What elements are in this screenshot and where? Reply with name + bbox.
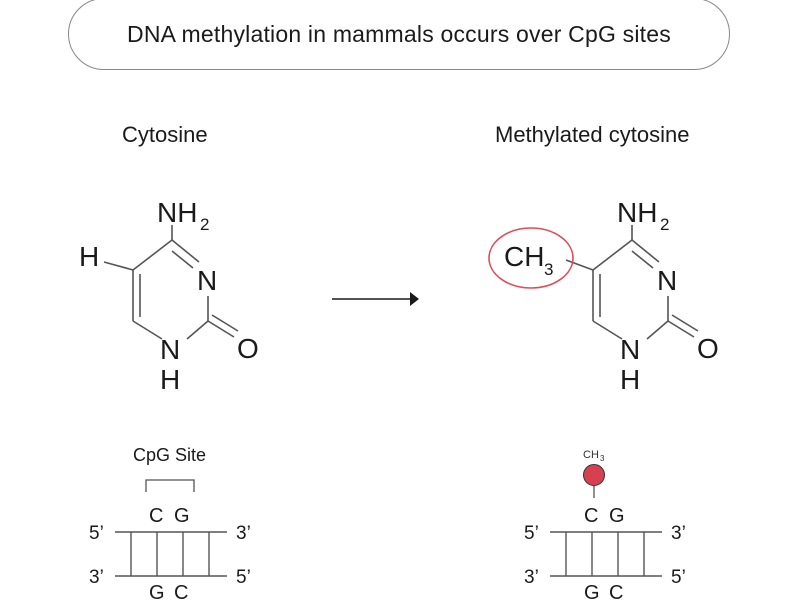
atom-h-bottom: H <box>620 364 640 395</box>
strand-top-5prime: 5’ <box>89 523 104 544</box>
atom-h-left: H <box>79 241 99 272</box>
base-top-c: C <box>149 505 163 527</box>
base-bottom-c: C <box>174 582 188 600</box>
methylated-cytosine-structure: NH 2 CH 3 N N H O <box>488 197 719 395</box>
atom-ch3: CH <box>504 241 544 272</box>
bond-c5-c4 <box>132 239 173 271</box>
cpg-site-label: CpG Site <box>133 445 206 465</box>
cytosine-heading: Cytosine <box>122 122 208 147</box>
bond-c5-h <box>103 261 134 271</box>
atom-nh2: NH <box>617 197 657 228</box>
methylated-cytosine-heading: Methylated cytosine <box>495 122 690 147</box>
strand-top-5prime: 5’ <box>524 523 539 544</box>
cpg-site-dna: CpG Site C G 5’ 3’ 3’ 5’ G C <box>89 445 251 600</box>
atom-o: O <box>237 333 259 364</box>
strand-top-3prime: 3’ <box>671 523 686 544</box>
cytosine-structure: NH 2 H N N H O <box>79 197 259 395</box>
bond-c2-o-double <box>671 314 699 332</box>
bond-c2-o-double <box>211 314 239 332</box>
reaction-arrow <box>332 292 419 306</box>
base-top-g: G <box>609 505 625 527</box>
base-bottom-g: G <box>149 582 165 600</box>
methyl-marker-ball <box>583 464 605 486</box>
atom-n3: N <box>197 265 217 296</box>
base-bottom-c: C <box>609 582 623 600</box>
atom-n3: N <box>657 265 677 296</box>
bond-c2-n1 <box>646 320 669 340</box>
bond-c5-ch3 <box>565 259 594 271</box>
methylated-cpg-dna: CH 3 C G 5’ 3’ 3’ 5’ G C <box>524 449 686 600</box>
strand-bottom-5prime: 5’ <box>671 567 686 588</box>
bond-c2-n1 <box>186 320 209 340</box>
bond-c4-n3-double <box>631 250 654 269</box>
methyl-marker-subscript: 3 <box>600 454 605 463</box>
bond-c2-o <box>207 320 235 338</box>
bond-c4-n3 <box>171 239 200 263</box>
methyl-marker-label: CH <box>583 449 599 461</box>
base-top-g: G <box>174 505 190 527</box>
bond-n1-c6 <box>132 320 163 340</box>
strand-bottom-3prime: 3’ <box>89 567 104 588</box>
title-banner: DNA methylation in mammals occurs over C… <box>68 0 730 70</box>
arrow-head <box>410 292 419 306</box>
atom-n1: N <box>160 334 180 365</box>
atom-ch3-subscript: 3 <box>544 260 553 279</box>
base-top-c: C <box>584 505 598 527</box>
bond-c5-c4 <box>592 239 633 271</box>
atom-nh2: NH <box>157 197 197 228</box>
bond-c4-n3 <box>631 239 660 263</box>
diagram-title: DNA methylation in mammals occurs over C… <box>127 20 671 47</box>
atom-o: O <box>697 333 719 364</box>
base-bottom-g: G <box>584 582 600 600</box>
atom-n1: N <box>620 334 640 365</box>
strand-bottom-5prime: 5’ <box>236 567 251 588</box>
bond-c2-o <box>667 320 695 338</box>
atom-nh2-subscript: 2 <box>660 215 669 234</box>
bond-c4-n3-double <box>171 250 194 269</box>
atom-h-bottom: H <box>160 364 180 395</box>
bond-n1-c6 <box>592 320 623 340</box>
cpg-bracket <box>145 479 195 492</box>
atom-nh2-subscript: 2 <box>200 215 209 234</box>
strand-top-3prime: 3’ <box>236 523 251 544</box>
methyl-highlight-circle <box>488 227 574 289</box>
strand-bottom-3prime: 3’ <box>524 567 539 588</box>
